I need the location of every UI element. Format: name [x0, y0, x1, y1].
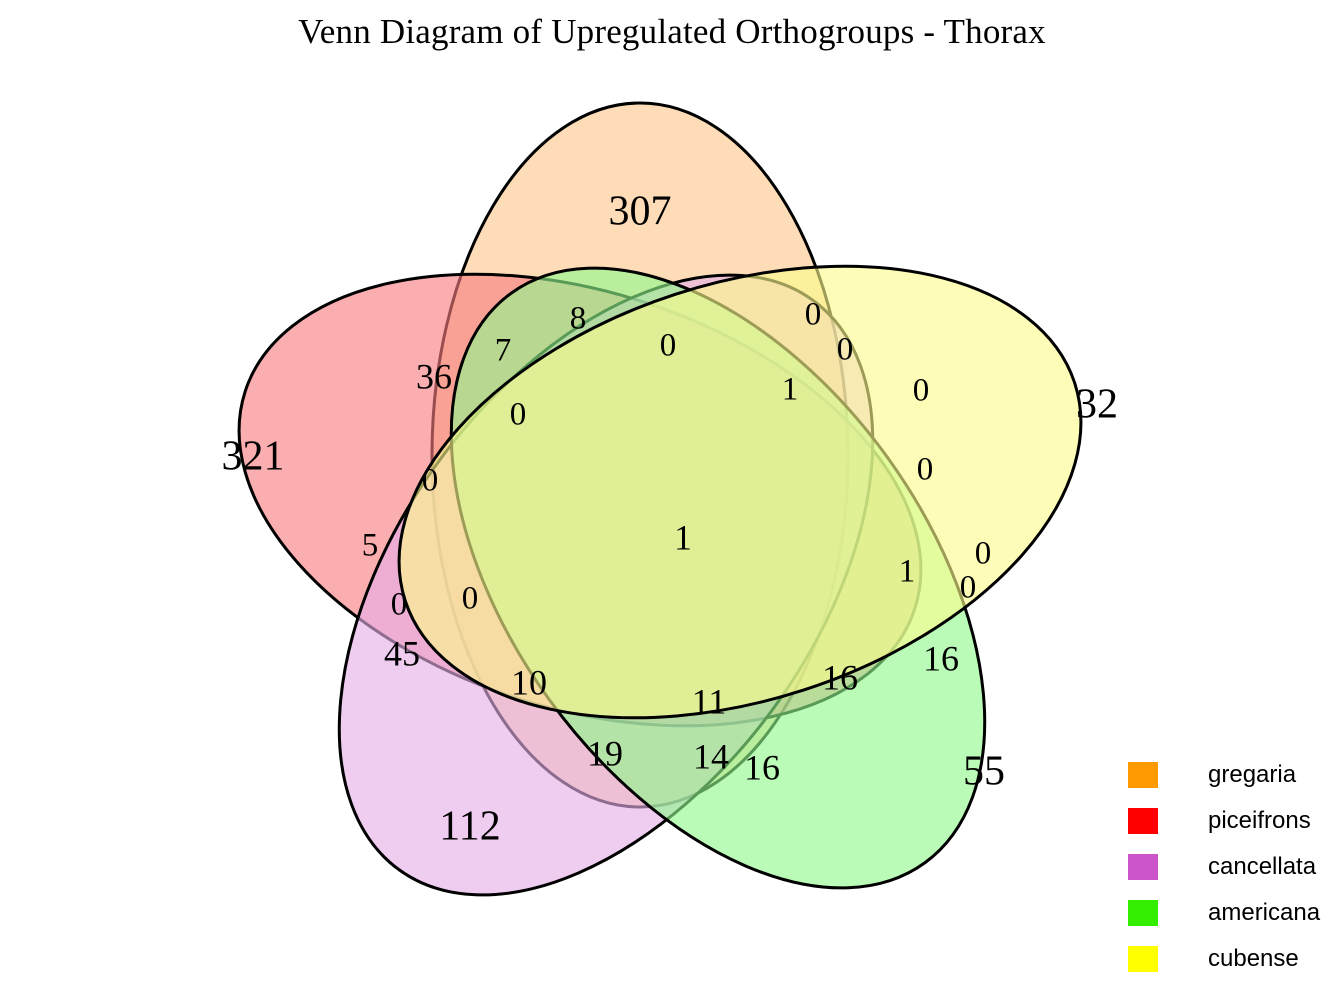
legend-label-americana: americana: [1208, 899, 1321, 926]
venn-count-r20: 0: [960, 570, 977, 606]
venn-ellipse-cubense: [397, 264, 1083, 720]
legend-item-piceifrons[interactable]: piceifrons: [1128, 798, 1344, 844]
legend-swatch-gregaria: [1128, 762, 1158, 788]
venn-count-r02: 321: [222, 434, 285, 480]
venn-count-r28: 16: [923, 638, 959, 678]
legend-swatch-cancellata: [1128, 854, 1158, 880]
venn-count-r01: 307: [609, 189, 672, 235]
venn-count-r25: 10: [511, 662, 547, 702]
legend-item-cancellata[interactable]: cancellata: [1128, 844, 1344, 890]
venn-count-r23: 0: [462, 581, 479, 617]
venn-count-r18: 1: [674, 517, 692, 557]
venn-count-r11: 0: [837, 332, 854, 368]
legend-item-cubense[interactable]: cubense: [1128, 936, 1344, 982]
legend-swatch-cubense: [1128, 946, 1158, 972]
legend-item-americana[interactable]: americana: [1128, 890, 1344, 936]
venn-count-r17: 5: [362, 528, 379, 564]
page-title: Venn Diagram of Upregulated Orthogroups …: [298, 12, 1046, 51]
venn-count-r22: 0: [391, 587, 408, 623]
venn-count-r15: 0: [422, 463, 439, 499]
venn-count-r13: 0: [913, 373, 930, 409]
legend-label-cubense: cubense: [1208, 945, 1299, 972]
venn-count-r10: 0: [805, 297, 822, 333]
venn-count-r16: 0: [917, 452, 934, 488]
legend-label-piceifrons: piceifrons: [1208, 807, 1311, 834]
venn-count-r07: 8: [570, 301, 587, 337]
venn-count-r24: 45: [384, 633, 420, 673]
venn-count-r14: 0: [510, 397, 527, 433]
venn-count-r12: 1: [782, 372, 799, 408]
venn-count-r31: 16: [744, 747, 780, 787]
venn-diagram-page: Venn Diagram of Upregulated Orthogroups …: [221, 12, 1321, 972]
venn-count-r29: 19: [587, 733, 623, 773]
venn-count-r03: 32: [1076, 382, 1118, 428]
venn-count-r05: 55: [963, 749, 1005, 795]
legend-swatch-piceifrons: [1128, 808, 1158, 834]
venn-count-r04: 112: [439, 804, 500, 850]
venn-count-r08: 7: [495, 333, 512, 369]
venn-count-r19: 1: [899, 554, 916, 590]
legend-swatch-americana: [1128, 900, 1158, 926]
venn-count-r06: 36: [416, 356, 452, 396]
venn-count-r09: 0: [660, 328, 677, 364]
venn-count-r26: 11: [692, 681, 727, 721]
venn-ellipses: [237, 101, 1083, 897]
venn-count-r21: 0: [975, 536, 992, 572]
legend-label-cancellata: cancellata: [1208, 853, 1317, 880]
legend-item-gregaria[interactable]: gregaria: [1128, 752, 1344, 798]
venn-count-r30: 14: [693, 736, 729, 776]
legend: gregaria piceifrons cancellata americana cub…: [1128, 752, 1344, 982]
legend-label-gregaria: gregaria: [1208, 761, 1297, 788]
venn-count-r27: 16: [822, 657, 858, 697]
